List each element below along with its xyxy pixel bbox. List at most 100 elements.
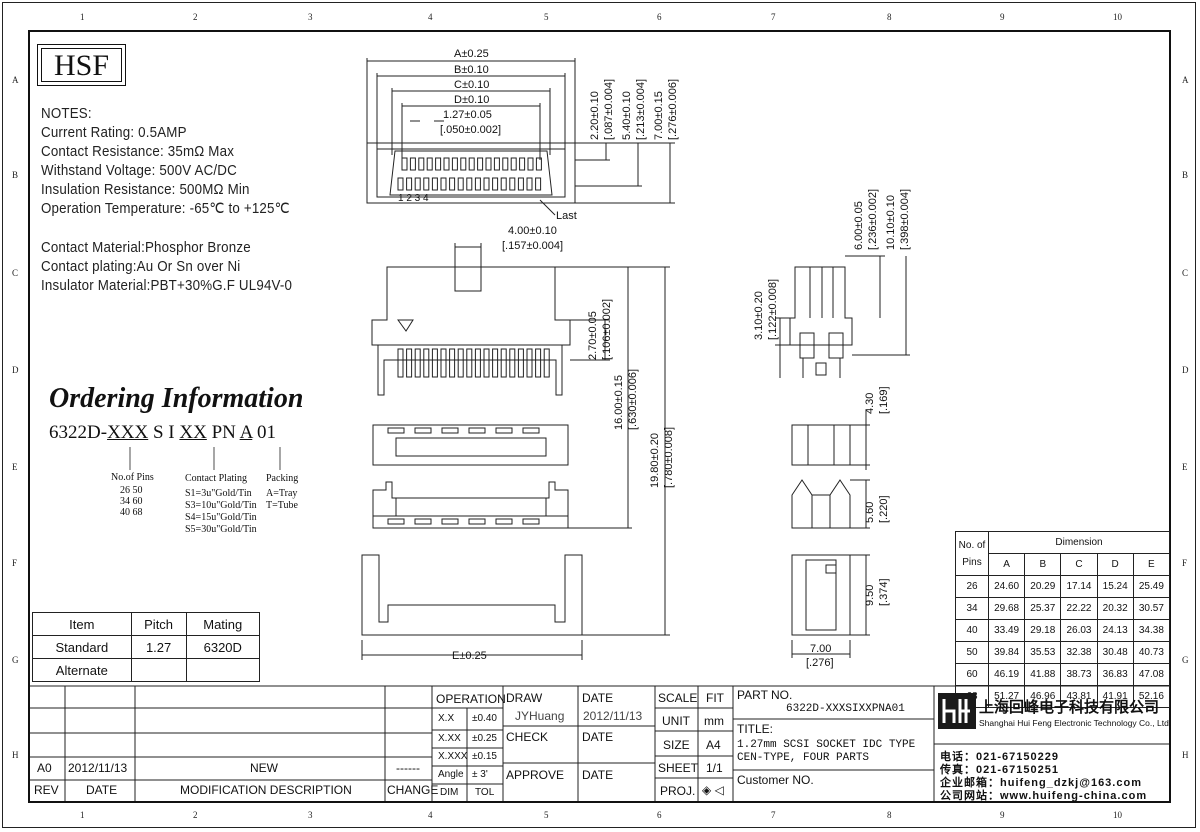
contact-pin — [401, 157, 408, 171]
hsf-logo: HSF — [37, 44, 126, 86]
tb-rev-date-val: 2012/11/13 — [68, 761, 128, 775]
zone-letter: A — [12, 75, 19, 85]
zone-letter: H — [12, 750, 19, 760]
projection-symbol-icon: ◈ ◁ — [702, 783, 724, 797]
cover-slot — [468, 518, 486, 525]
zone-letter: A — [1182, 75, 1189, 85]
contact-pin — [443, 157, 450, 171]
contact-pin — [483, 177, 490, 191]
contact-pin — [493, 157, 500, 171]
tb-change-val: ------ — [396, 761, 420, 775]
tb-sheet-val: 1/1 — [706, 761, 723, 775]
zone-number: 4 — [428, 12, 433, 22]
zone-letter: B — [1182, 170, 1189, 180]
contact-tooth — [500, 348, 507, 378]
note-insulation-resistance: Insulation Resistance: 500MΩ Min — [41, 182, 250, 198]
zone-letter: C — [1182, 268, 1189, 278]
plating-row-1: S1=3u"Gold/Tin — [185, 488, 252, 499]
contact-pin — [535, 177, 542, 191]
note-contact-resistance: Contact Resistance: 35mΩ Max — [41, 144, 235, 160]
zone-number: 5 — [544, 810, 549, 820]
cover-slot — [468, 427, 486, 434]
tb-tol-xxx-label: X.XX — [438, 733, 461, 744]
contact-pin — [409, 157, 416, 171]
pitch-cell: Alternate — [32, 658, 132, 682]
zone-letter: D — [12, 365, 19, 375]
pn-pn: PN — [211, 422, 236, 443]
contact-pin — [418, 157, 425, 171]
cover-slot — [414, 427, 432, 434]
plating-row-3: S4=15u"Gold/Tin — [185, 512, 257, 523]
tb-part-no-label: PART NO. — [737, 688, 793, 702]
note-contact-material: Contact Material:Phosphor Bronze — [41, 240, 251, 256]
pitch-cell: Standard — [32, 635, 132, 659]
cover-slot — [414, 518, 432, 525]
contact-pin — [509, 177, 516, 191]
tb-unit: UNIT — [662, 714, 690, 728]
zone-number: 3 — [308, 12, 313, 22]
cover-slot — [495, 518, 513, 525]
contact-tooth — [457, 348, 464, 378]
cover-slot — [441, 427, 459, 434]
contact-tooth — [517, 348, 524, 378]
contact-pin — [477, 157, 484, 171]
contact-pin — [397, 177, 404, 191]
pn-plating: XX — [179, 422, 207, 443]
company-email: 企业邮箱：huifeng_dzkj@163.com — [940, 777, 1142, 789]
tb-title-label: TITLE: — [737, 722, 774, 736]
dim-pitch: 1.27±0.05 — [443, 109, 492, 121]
zone-letter: F — [12, 558, 18, 568]
zone-letter: E — [1182, 462, 1188, 472]
company-tel: 电话：021-67150229 — [940, 751, 1059, 763]
contact-tooth — [526, 348, 533, 378]
contact-tooth — [431, 348, 438, 378]
pin-numbers: 1 2 3 4 — [398, 193, 429, 204]
zone-letter: G — [1182, 655, 1189, 665]
contact-pin — [527, 157, 534, 171]
tb-proj: PROJ. — [660, 784, 696, 798]
packing-row-2: T=Tube — [266, 500, 298, 511]
contact-pin — [435, 157, 442, 171]
contact-tooth — [543, 348, 550, 378]
contact-pin — [510, 157, 517, 171]
contact-pin — [526, 177, 533, 191]
tb-tol-xxx-val: ±0.25 — [472, 733, 497, 744]
tb-tol-xx-label: X.X — [438, 713, 455, 724]
tb-scale: SCALE — [658, 691, 698, 705]
contact-tooth — [466, 348, 473, 378]
contact-pin — [502, 157, 509, 171]
dim-7mm: 7.00 — [810, 643, 832, 655]
tb-part-no-value: 6322D-XXXSIXXPNA01 — [786, 703, 905, 715]
tb-fit: FIT — [706, 691, 724, 705]
tb-rev-val: A0 — [37, 761, 52, 775]
dim-d: D±0.10 — [454, 94, 490, 106]
tb-change: CHANGE — [387, 783, 439, 797]
contact-pin — [451, 157, 458, 171]
tb-check-date-label: DATE — [582, 730, 614, 744]
front-view — [371, 243, 670, 635]
company-name-cn: 上海回峰电子科技有限公司 — [979, 699, 1160, 716]
dim-b: B±0.10 — [454, 64, 489, 76]
tb-approve: APPROVE — [506, 768, 565, 782]
contact-pin — [431, 177, 438, 191]
contact-pin — [460, 157, 467, 171]
pins-row-1: 26 50 — [120, 485, 143, 496]
pn-pins: XXX — [107, 422, 149, 443]
pins-label: No.of Pins — [111, 472, 154, 483]
contact-tooth — [474, 348, 481, 378]
packing-label: Packing — [266, 473, 299, 484]
tb-size: SIZE — [663, 738, 690, 752]
contact-pin — [423, 177, 430, 191]
front-teeth — [397, 348, 550, 378]
plating-row-4: S5=30u"Gold/Tin — [185, 524, 257, 535]
zone-number: 2 — [193, 810, 198, 820]
tb-approve-date-label: DATE — [582, 768, 614, 782]
zone-letter: H — [1182, 750, 1189, 760]
